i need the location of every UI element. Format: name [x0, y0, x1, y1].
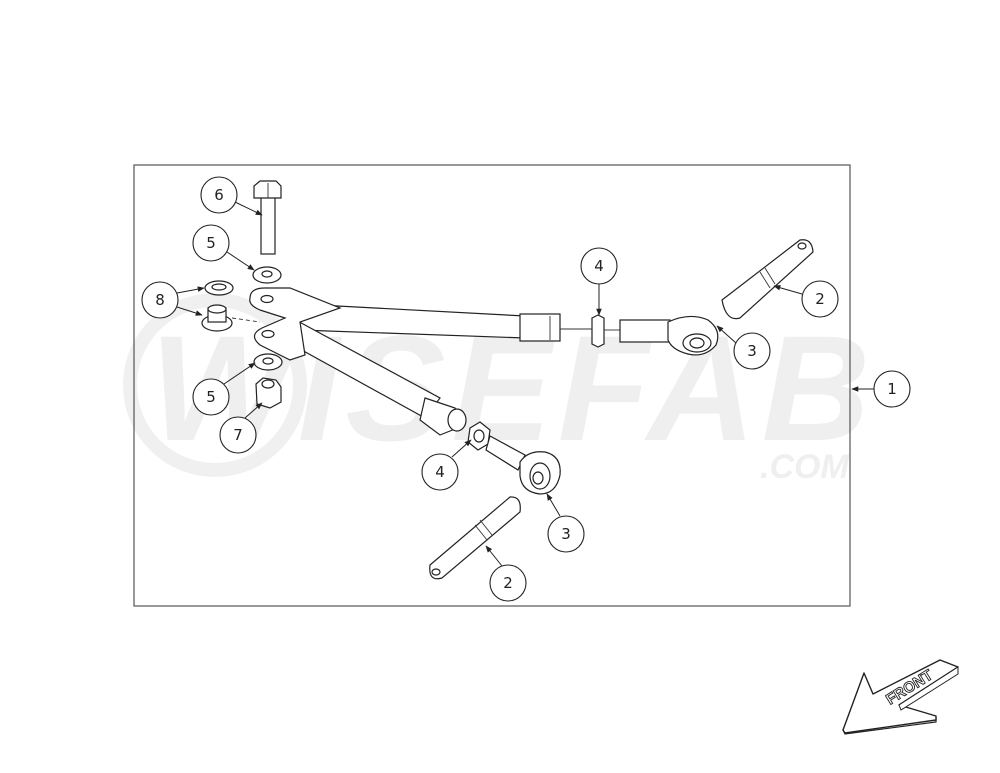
callout-4-jam-nut-upper: 4 — [580, 247, 618, 285]
callout-5-washer-upper: 5 — [192, 224, 230, 262]
callout-7-nut: 7 — [219, 416, 257, 454]
callout-2-pin-lower: 2 — [489, 564, 527, 602]
rod-end-upper-part — [619, 315, 719, 356]
callout-3-rod-end-upper: 3 — [733, 332, 771, 370]
watermark-suffix: .COM — [760, 448, 849, 486]
svg-text:7: 7 — [233, 426, 243, 444]
svg-text:2: 2 — [503, 574, 513, 592]
svg-text:3: 3 — [747, 342, 757, 360]
rod-end-lower-part — [485, 435, 561, 495]
callout-2-pin-upper: 2 — [801, 280, 839, 318]
lower-link-rod — [279, 317, 467, 436]
svg-text:6: 6 — [214, 186, 224, 204]
leader-lines — [176, 201, 874, 567]
parts — [201, 180, 814, 580]
callout-3-rod-end-lower: 3 — [547, 515, 585, 553]
svg-text:4: 4 — [435, 463, 445, 481]
callout-1-assembly: 1 — [873, 370, 911, 408]
callout-5-washer-lower: 5 — [192, 378, 230, 416]
svg-text:5: 5 — [206, 234, 216, 252]
bracket-part — [231, 287, 342, 361]
assembly-frame — [133, 164, 851, 607]
pin-upper-part — [721, 239, 814, 320]
svg-text:8: 8 — [155, 291, 165, 309]
front-direction-arrow: FRONT — [842, 659, 959, 735]
washer-upper-part — [252, 266, 282, 284]
svg-text:5: 5 — [206, 388, 216, 406]
callout-4-jam-nut-lower: 4 — [421, 453, 459, 491]
bushing-part — [201, 280, 234, 332]
callout-6-bolt: 6 — [200, 176, 238, 214]
callout-8-bushing: 8 — [141, 281, 179, 319]
svg-text:1: 1 — [887, 380, 897, 398]
bolt-part — [253, 180, 282, 255]
upper-link-rod — [299, 303, 561, 342]
nut-part — [255, 377, 282, 409]
svg-text:4: 4 — [594, 257, 604, 275]
pin-lower-part — [429, 496, 521, 580]
washer-lower-part — [253, 353, 283, 371]
svg-text:2: 2 — [815, 290, 825, 308]
svg-text:3: 3 — [561, 525, 571, 543]
